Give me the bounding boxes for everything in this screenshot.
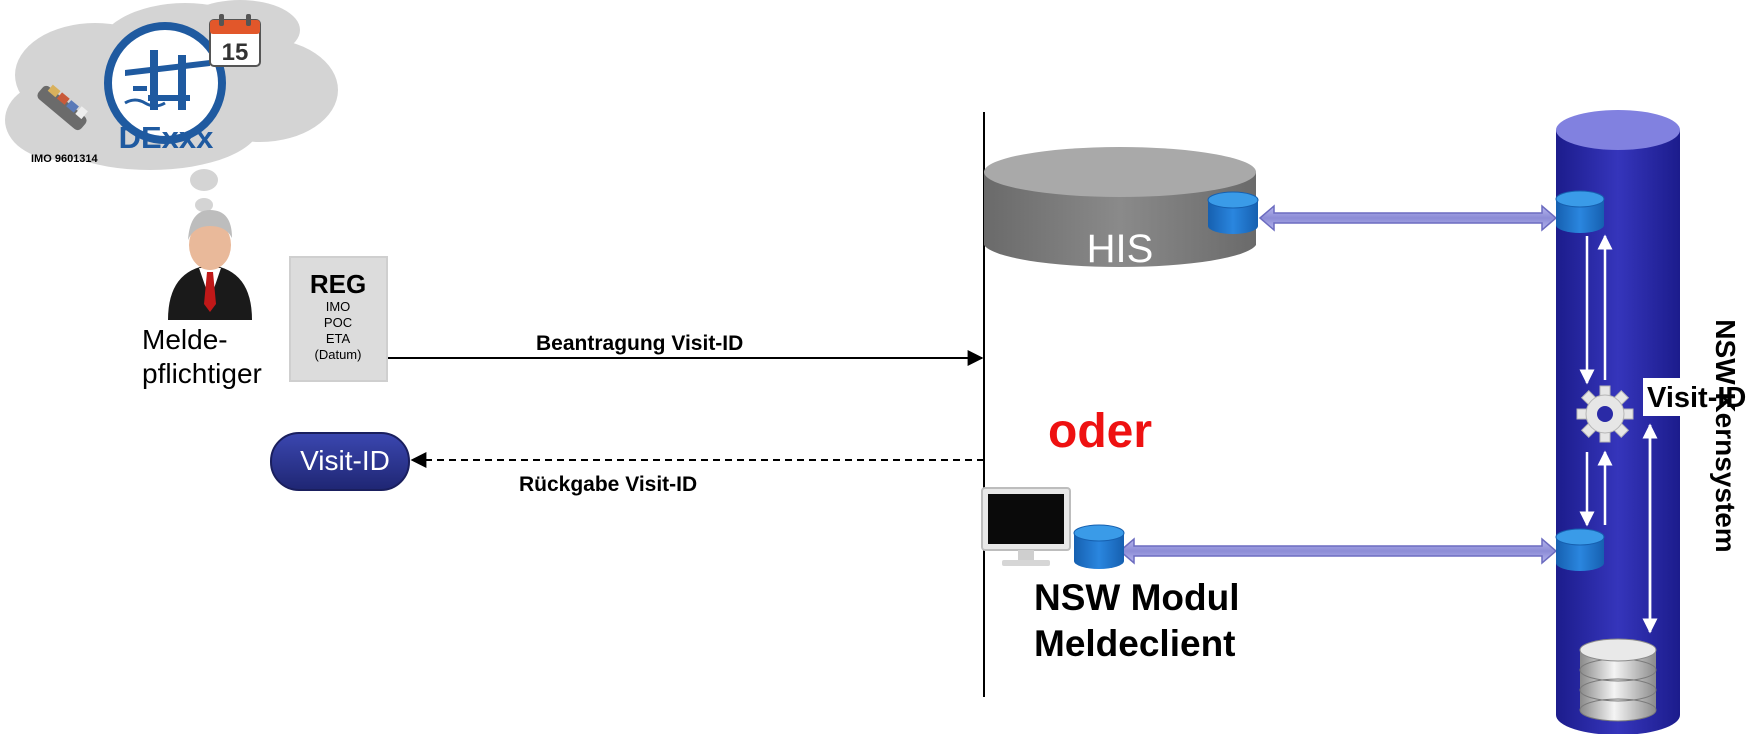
his-label: HIS [1087, 227, 1154, 271]
visit-id-pill: Visit-ID [270, 432, 410, 491]
ship-icon [37, 84, 88, 131]
actor-label-line1: Melde- [142, 324, 228, 355]
ship-imo-label: IMO 9601314 [31, 153, 99, 165]
person-icon [168, 210, 252, 320]
core-visit-id-text: Visit-ID [1647, 382, 1746, 414]
reg-document: REG IMO POC ETA (Datum) [289, 256, 388, 382]
his-system: HIS [984, 147, 1256, 271]
core-visit-id-label: Visit-ID [1643, 378, 1753, 416]
reg-field: (Datum) [315, 347, 362, 362]
nsw-modul-label-line2: Meldeclient [1034, 623, 1236, 664]
reg-field: ETA [326, 331, 351, 346]
visit-id-pill-label: Visit-ID [300, 445, 390, 476]
port-crane-icon [104, 22, 226, 144]
reg-field: IMO [326, 299, 351, 314]
calendar-day: 15 [222, 39, 249, 66]
database-cylinder-icon [1207, 191, 1259, 234]
core-system-name: NSW Kernsystem [1710, 319, 1741, 552]
modul-core-connection-arrow [1118, 537, 1558, 565]
gear-icon [1576, 385, 1634, 443]
reg-title: REG [310, 269, 366, 299]
database-stack-icon [1579, 638, 1657, 722]
reg-field: POC [324, 315, 352, 330]
nsw-modul-label-line1: NSW Modul [1034, 577, 1240, 618]
his-core-connection-arrow [1258, 204, 1558, 232]
database-cylinder-icon [1073, 524, 1125, 569]
calendar-icon: 15 [209, 14, 261, 67]
port-code-label: DExxx [119, 120, 215, 155]
alternative-label: oder [1048, 405, 1152, 458]
database-cylinder-icon [1555, 528, 1605, 571]
thought-cloud: 15 DExxx IMO 9601314 [5, 0, 338, 212]
actor-label-line2: pflichtiger [142, 358, 262, 389]
request-arrow-label: Beantragung Visit-ID [536, 332, 743, 355]
monitor-icon [981, 487, 1071, 566]
return-arrow-label: Rückgabe Visit-ID [519, 473, 697, 496]
database-cylinder-icon [1555, 190, 1605, 233]
core-internal-arrows [1579, 234, 1658, 634]
